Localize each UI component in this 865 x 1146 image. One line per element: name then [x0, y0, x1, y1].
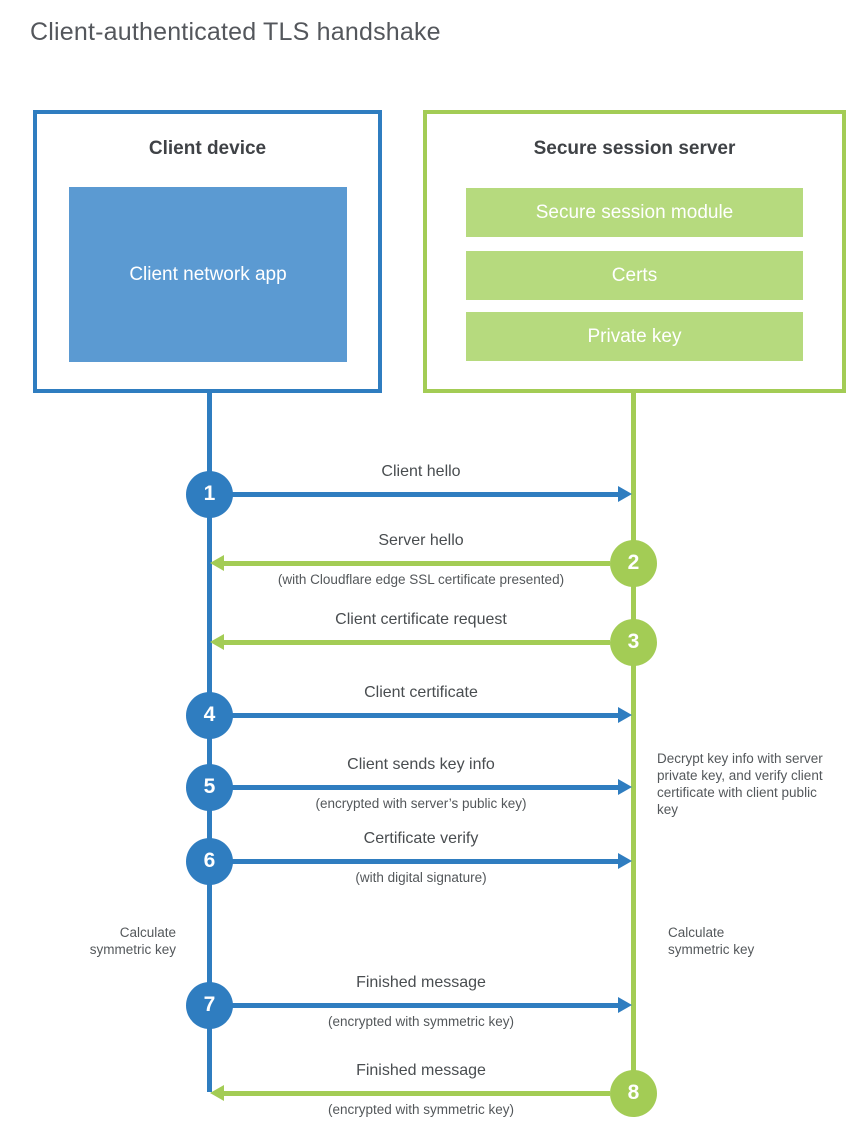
- step-8-label: Finished message: [356, 1062, 486, 1079]
- client-lifeline: [207, 393, 212, 1092]
- step-2-arrowhead-icon: [210, 555, 224, 571]
- step-4-arrow: [232, 712, 618, 718]
- server-calculate-symmetric-key-note: Calculate symmetric key: [668, 925, 755, 957]
- step-6-label: Certificate verify: [363, 830, 479, 847]
- step-8-arrowhead-icon: [210, 1085, 224, 1101]
- server-lifeline: [631, 393, 636, 1093]
- server-decrypt-note: Decrypt key info with server private key…: [657, 751, 823, 817]
- page-title: Client-authenticated TLS handshake: [30, 18, 441, 46]
- step-5-label: Client sends key info: [347, 756, 495, 773]
- step-3-arrowhead-icon: [210, 634, 224, 650]
- client-calculate-symmetric-key-note: Calculate symmetric key: [89, 925, 176, 957]
- step-5-arrow: [232, 784, 618, 790]
- step-8-arrow: [224, 1090, 610, 1096]
- step-7-arrow: [232, 1002, 618, 1008]
- server-module-secure-session: Secure session module: [466, 188, 803, 237]
- step-2-sublabel: (with Cloudflare edge SSL certificate pr…: [277, 572, 565, 587]
- step-6-arrowhead-icon: [618, 853, 632, 869]
- server-module-certs: Certs: [466, 251, 803, 300]
- client-network-app-box: Client network app: [69, 187, 347, 362]
- step-1-arrow: [232, 491, 618, 497]
- step-4-number-badge: 4: [186, 691, 233, 739]
- step-3-label: Client certificate request: [335, 611, 507, 628]
- step-6-sublabel: (with digital signature): [355, 870, 487, 885]
- step-7-arrowhead-icon: [618, 997, 632, 1013]
- step-3-number-badge: 3: [610, 618, 657, 666]
- step-7-sublabel: (encrypted with symmetric key): [327, 1014, 515, 1029]
- step-1-label: Client hello: [381, 463, 461, 480]
- step-5-arrowhead-icon: [618, 779, 632, 795]
- client-device-title: Client device: [148, 138, 267, 159]
- step-5-sublabel: (encrypted with server’s public key): [315, 796, 527, 811]
- step-6-arrow: [232, 858, 618, 864]
- step-7-number-badge: 7: [186, 981, 233, 1029]
- step-4-arrowhead-icon: [618, 707, 632, 723]
- step-2-label: Server hello: [378, 532, 464, 549]
- step-1-number-badge: 1: [186, 470, 233, 518]
- secure-session-server-title: Secure session server: [533, 138, 736, 159]
- step-4-label: Client certificate: [364, 684, 478, 701]
- step-8-number-badge: 8: [610, 1069, 657, 1117]
- step-3-arrow: [224, 639, 610, 645]
- step-8-sublabel: (encrypted with symmetric key): [327, 1102, 515, 1117]
- server-module-private-key: Private key: [466, 312, 803, 361]
- step-6-number-badge: 6: [186, 837, 233, 885]
- step-1-arrowhead-icon: [618, 486, 632, 502]
- step-5-number-badge: 5: [186, 763, 233, 811]
- step-7-label: Finished message: [356, 974, 486, 991]
- step-2-number-badge: 2: [610, 539, 657, 587]
- step-2-arrow: [224, 560, 610, 566]
- secure-session-server-box: Secure session server Secure session mod…: [423, 110, 846, 393]
- client-device-box: Client device Client network app: [33, 110, 382, 393]
